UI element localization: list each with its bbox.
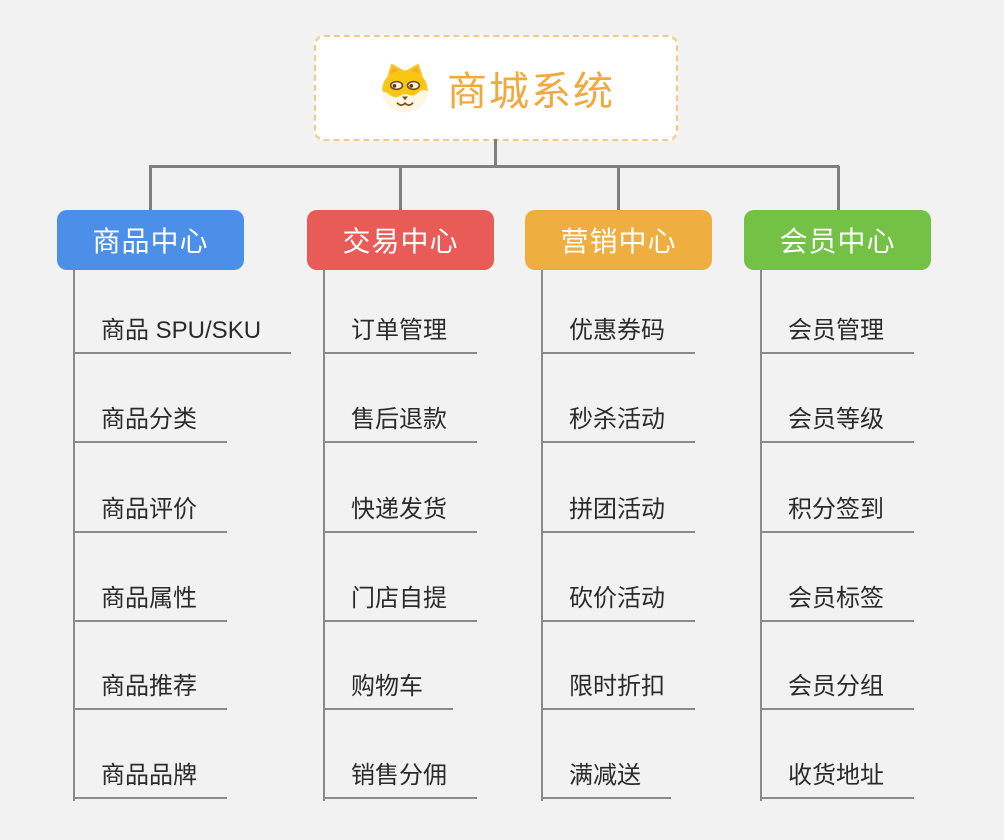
root-node[interactable]: 商城系统 — [314, 35, 678, 141]
topic-item[interactable]: 收货地址 — [762, 764, 914, 799]
topic-item[interactable]: 会员管理 — [762, 319, 914, 354]
branch-items: 订单管理售后退款快递发货门店自提购物车销售分佣 — [323, 270, 555, 801]
topic-item[interactable]: 商品分类 — [75, 408, 227, 443]
branch-header[interactable]: 会员中心 — [744, 210, 931, 270]
topic-item[interactable]: 售后退款 — [325, 408, 477, 443]
connector-stub-1 — [149, 166, 152, 211]
topic-item[interactable]: 购物车 — [325, 675, 453, 710]
topic-item[interactable]: 秒杀活动 — [543, 408, 695, 443]
topic-item[interactable]: 会员等级 — [762, 408, 914, 443]
branch-items: 会员管理会员等级积分签到会员标签会员分组收货地址 — [760, 270, 992, 801]
branch-2: 交易中心 订单管理售后退款快递发货门店自提购物车销售分佣 — [307, 210, 494, 830]
branch-1: 商品中心 商品 SPU/SKU 商品分类商品评价商品属性商品推荐商品品牌 — [57, 210, 292, 830]
topic-item[interactable]: 商品评价 — [75, 498, 227, 533]
topic-item[interactable]: 商品品牌 — [75, 764, 227, 799]
topic-item[interactable]: 积分签到 — [762, 498, 914, 533]
topic-item[interactable]: 会员标签 — [762, 587, 914, 622]
topic-item[interactable]: 快递发货 — [325, 498, 477, 533]
topic-item[interactable]: 砍价活动 — [543, 587, 695, 622]
topic-item[interactable]: 拼团活动 — [543, 498, 695, 533]
branch-header[interactable]: 营销中心 — [525, 210, 712, 270]
topic-item[interactable]: 优惠券码 — [543, 319, 695, 354]
branch-header[interactable]: 交易中心 — [307, 210, 494, 270]
branch-4: 会员中心 会员管理会员等级积分签到会员标签会员分组收货地址 — [744, 210, 931, 830]
connector-root-stem — [494, 139, 497, 167]
dog-face-icon — [382, 63, 428, 113]
topic-item[interactable]: 商品属性 — [75, 587, 227, 622]
topic-item[interactable]: 商品推荐 — [75, 675, 227, 710]
branch-header[interactable]: 商品中心 — [57, 210, 244, 270]
topic-item[interactable]: 会员分组 — [762, 675, 914, 710]
topic-item[interactable]: 门店自提 — [325, 587, 477, 622]
topic-item[interactable]: 订单管理 — [325, 319, 477, 354]
topic-item[interactable]: 限时折扣 — [543, 675, 695, 710]
branch-items: 优惠券码秒杀活动拼团活动砍价活动限时折扣满减送 — [541, 270, 773, 801]
connector-stub-4 — [837, 166, 840, 211]
topic-item[interactable]: 商品 SPU/SKU — [75, 319, 292, 354]
connector-stub-2 — [399, 166, 402, 211]
branch-items: 商品 SPU/SKU 商品分类商品评价商品属性商品推荐商品品牌 — [73, 270, 305, 801]
topic-item[interactable]: 销售分佣 — [325, 764, 477, 799]
root-title: 商城系统 — [447, 70, 615, 114]
branch-3: 营销中心 优惠券码秒杀活动拼团活动砍价活动限时折扣满减送 — [525, 210, 712, 830]
connector-horizontal — [149, 165, 839, 168]
topic-item[interactable]: 满减送 — [543, 764, 671, 799]
connector-stub-3 — [617, 166, 620, 211]
